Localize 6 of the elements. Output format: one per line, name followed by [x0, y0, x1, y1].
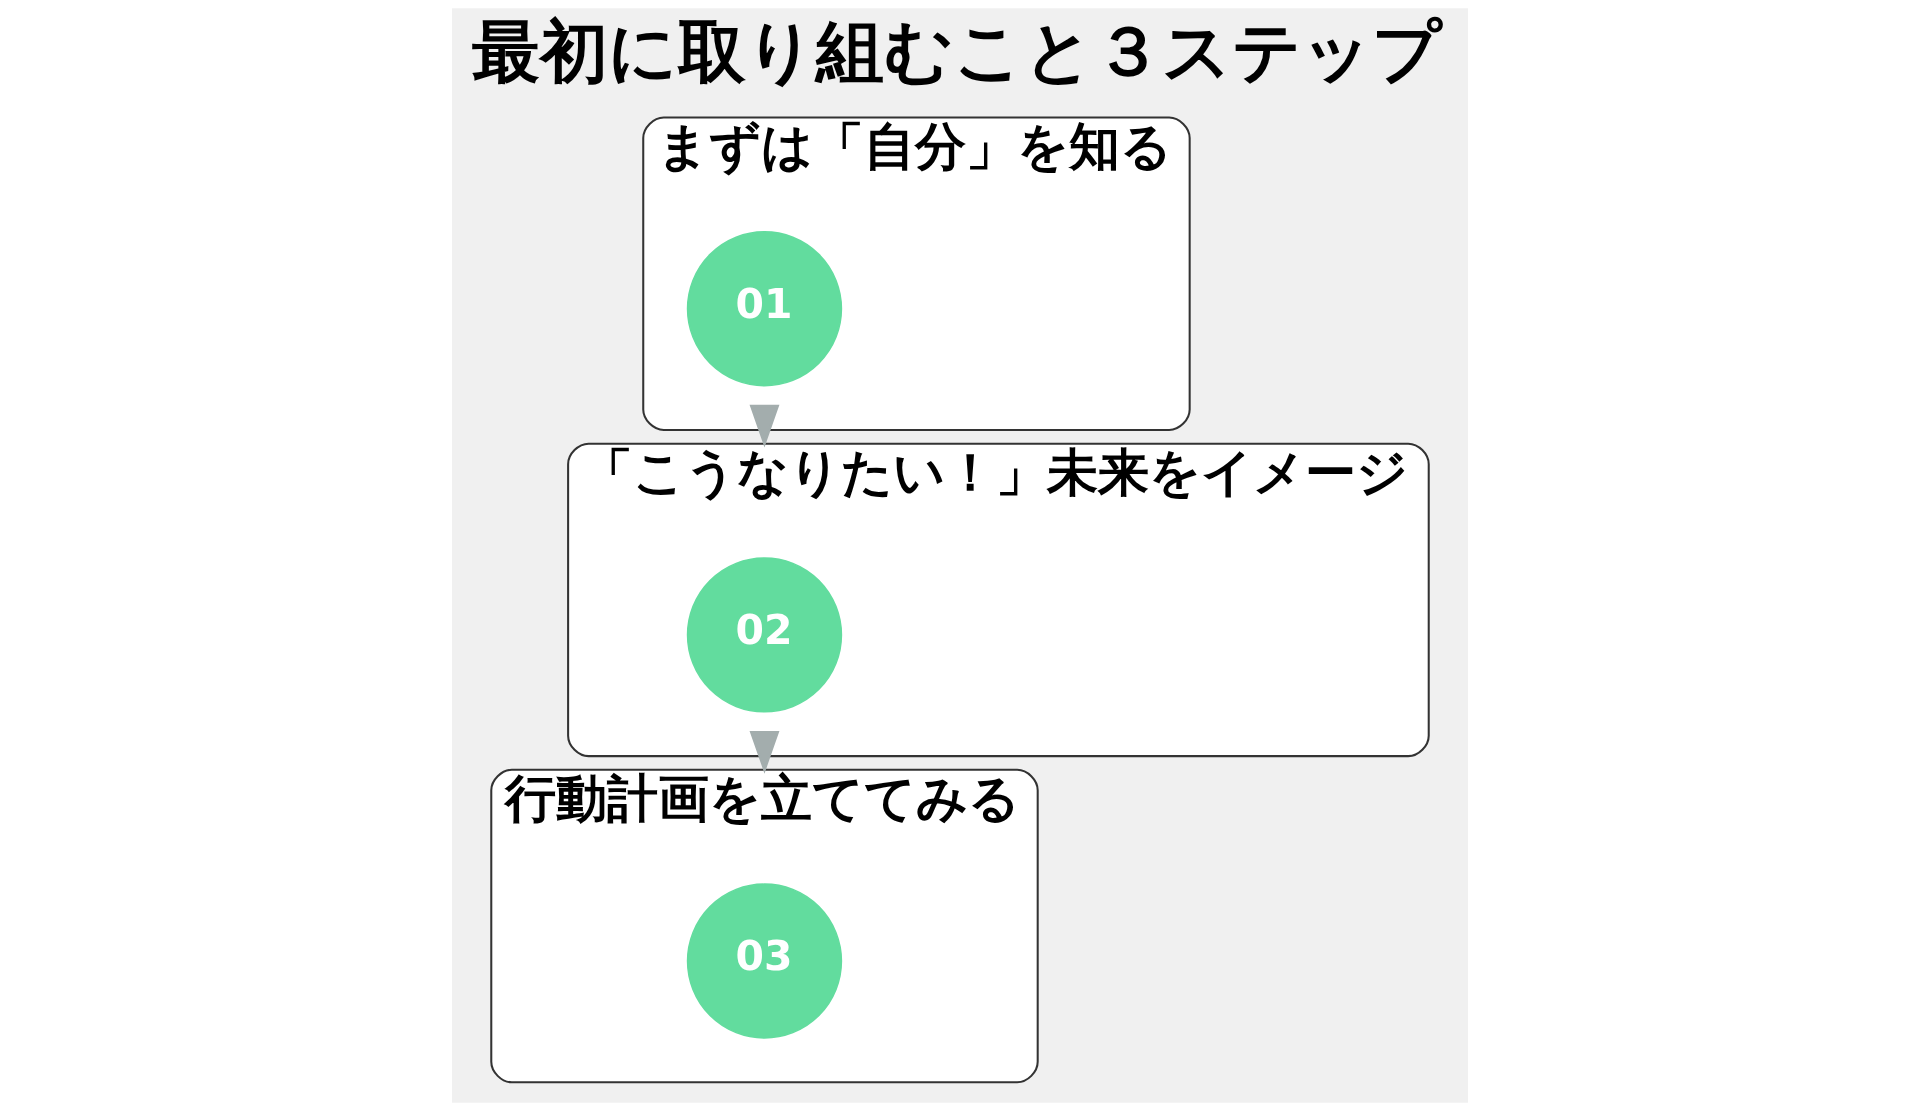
node-circle: 03	[686, 883, 843, 1039]
arrow	[749, 404, 780, 448]
arrow	[749, 730, 780, 774]
diagram-title: 最初に取り組むこと３ステップ	[472, 11, 1443, 91]
node-circle: 02	[686, 557, 843, 713]
node-circle: 01	[686, 231, 843, 387]
